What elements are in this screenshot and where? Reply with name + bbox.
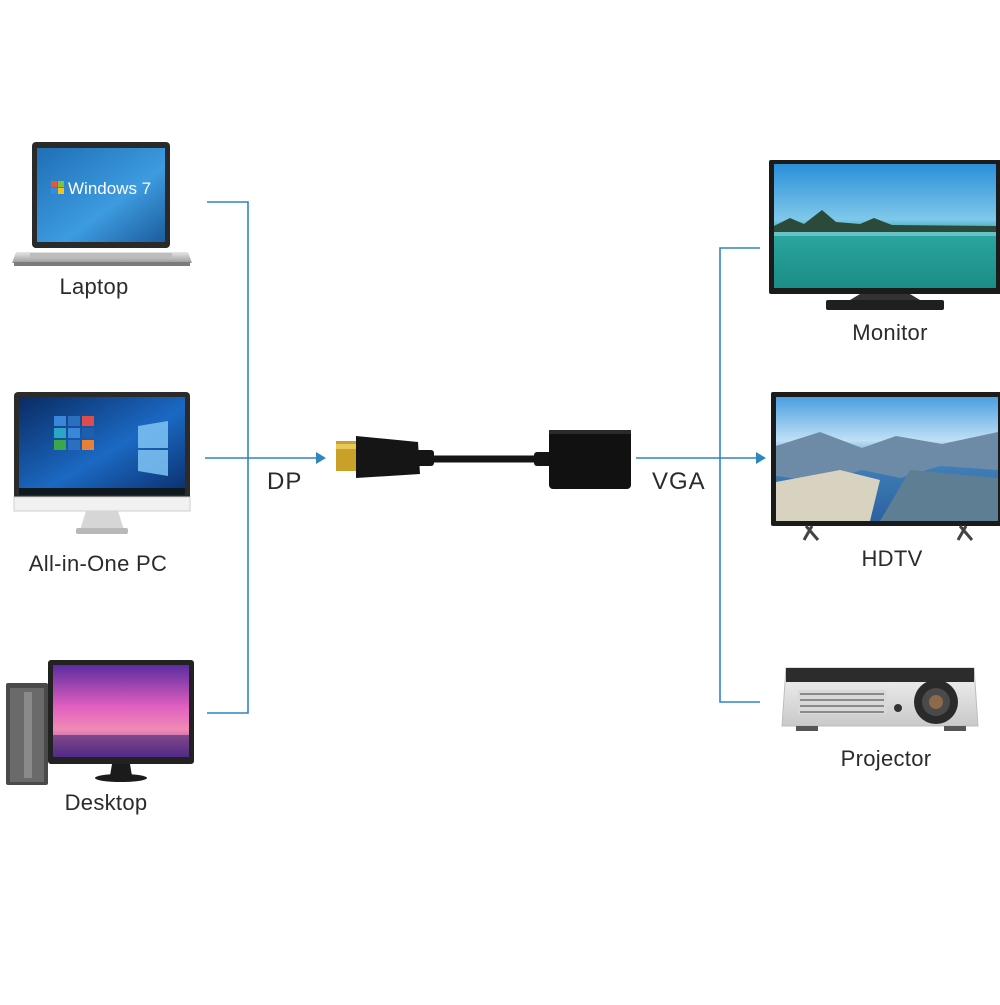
aio-pc-icon bbox=[13, 392, 191, 534]
monitor-icon bbox=[769, 160, 1000, 310]
projector-icon bbox=[781, 667, 979, 731]
hdtv-label: HDTV bbox=[861, 546, 923, 571]
monitor-label: Monitor bbox=[852, 320, 928, 345]
dp-plug-housing bbox=[356, 436, 420, 478]
connector-lines bbox=[205, 201, 762, 714]
hdtv-arrow-icon bbox=[756, 452, 766, 464]
laptop-icon bbox=[12, 142, 192, 266]
desktop-label: Desktop bbox=[64, 790, 148, 815]
dp-signal-label: DP bbox=[267, 468, 303, 495]
vga-signal-label: VGA bbox=[652, 468, 706, 495]
vga-housing bbox=[549, 430, 631, 489]
desktop-icon bbox=[6, 660, 194, 785]
laptop-label: Laptop bbox=[59, 274, 129, 299]
laptop-screen-text: Windows 7 bbox=[68, 179, 151, 198]
projector-label: Projector bbox=[840, 746, 932, 771]
display-bracket bbox=[719, 247, 760, 703]
hdtv-icon bbox=[771, 392, 1000, 541]
aio-pc-label: All-in-One PC bbox=[28, 551, 168, 576]
dp-arrow-icon bbox=[316, 452, 326, 464]
dp-to-vga-adapter bbox=[336, 430, 631, 489]
